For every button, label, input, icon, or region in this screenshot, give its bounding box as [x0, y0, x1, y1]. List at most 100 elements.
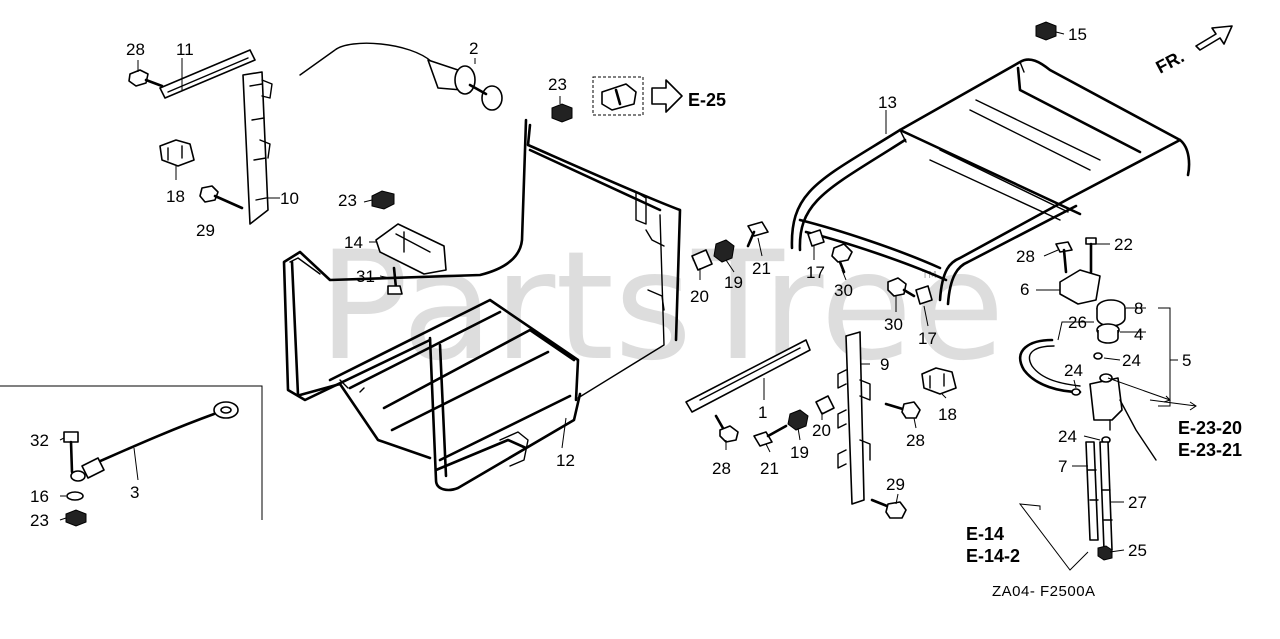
callout-28: 28	[1016, 247, 1035, 266]
part-28-bolt-lower[interactable]	[714, 414, 739, 443]
callout-18: 18	[166, 187, 185, 206]
part-26-hose[interactable]	[1018, 338, 1082, 394]
callout-8: 8	[1134, 299, 1143, 318]
callout-24: 24	[1122, 351, 1141, 370]
callout-11: 11	[176, 40, 194, 59]
part-12-main-frame[interactable]	[282, 118, 682, 492]
part-17-clip-right[interactable]	[915, 285, 933, 305]
part-17-clip-left[interactable]	[807, 229, 825, 247]
callout-21: 21	[760, 459, 779, 478]
callout-30: 30	[884, 315, 903, 334]
callout-17: 17	[918, 329, 937, 348]
ref-e-14-2: E-14-2	[966, 546, 1020, 566]
part-23-nut-top[interactable]	[551, 103, 573, 123]
ref-box-e25[interactable]	[592, 76, 683, 116]
callout-26: 26	[1068, 313, 1087, 332]
callout-labels: 28 11 2 23 E-25 15 13 18 10 29 23 14 31 …	[30, 25, 1242, 600]
part-24-oring-upper[interactable]	[1093, 352, 1103, 360]
part-15-nut[interactable]	[1035, 21, 1057, 41]
part-23-nut-bottomleft[interactable]	[65, 509, 87, 527]
part-2-choke-cable[interactable]	[299, 42, 503, 111]
callout-30: 30	[834, 281, 853, 300]
part-3-ground-cable[interactable]	[70, 401, 239, 482]
callout-17: 17	[806, 263, 825, 282]
part-22-screw[interactable]	[1085, 237, 1097, 274]
callout-16: 16	[30, 487, 49, 506]
part-11-strip[interactable]	[159, 49, 256, 99]
part-31-bolt[interactable]	[387, 266, 403, 295]
callout-4: 4	[1134, 325, 1143, 344]
callout-28: 28	[712, 459, 731, 478]
callout-7: 7	[1058, 457, 1067, 476]
callout-5: 5	[1182, 351, 1191, 370]
figure-code: ZA04- F2500A	[992, 583, 1096, 600]
ref-e25: E-25	[688, 90, 726, 110]
part-30-bolt-right[interactable]	[887, 277, 916, 298]
part-8-cap[interactable]	[1096, 299, 1126, 327]
callout-22: 22	[1114, 235, 1133, 254]
fuel-valve-assembly[interactable]	[1089, 373, 1157, 461]
front-label: FR.	[1152, 46, 1187, 77]
part-29-bolt-lower[interactable]	[870, 498, 907, 519]
part-32-bolt[interactable]	[63, 431, 79, 474]
part-9-bracket[interactable]	[837, 331, 871, 505]
part-28-bolt-topleft[interactable]	[128, 69, 164, 88]
callout-24: 24	[1058, 427, 1077, 446]
callout-13: 13	[878, 93, 897, 112]
callout-19: 19	[790, 443, 809, 462]
part-6-bracket[interactable]	[1059, 269, 1101, 305]
part-20-spacer-upper[interactable]	[691, 249, 713, 271]
part-14-bracket[interactable]	[375, 223, 447, 275]
part-24-oring-mid[interactable]	[1071, 388, 1081, 396]
callout-28: 28	[126, 40, 145, 59]
callout-3: 3	[130, 483, 139, 502]
part-10-bracket[interactable]	[242, 71, 273, 225]
callout-15: 15	[1068, 25, 1087, 44]
callout-1: 1	[758, 403, 767, 422]
part-23-nut-mid[interactable]	[371, 190, 395, 210]
part-19-nut-lower[interactable]	[787, 409, 809, 431]
part-16-washer[interactable]	[66, 491, 84, 501]
callout-14: 14	[344, 233, 363, 252]
part-18-clip-right[interactable]	[921, 367, 957, 395]
callout-20: 20	[690, 287, 709, 306]
part-20-spacer-lower[interactable]	[815, 395, 835, 415]
callout-19: 19	[724, 273, 743, 292]
callout-32: 32	[30, 431, 49, 450]
callout-23: 23	[338, 191, 357, 210]
part-21-bolt-lower[interactable]	[753, 424, 788, 447]
part-1-bar[interactable]	[685, 339, 811, 413]
front-direction-arrow: FR.	[1152, 25, 1233, 78]
part-29-bolt-left[interactable]	[199, 185, 244, 210]
part-19-nut-upper[interactable]	[713, 239, 735, 263]
part-21-bolt-upper[interactable]	[746, 221, 769, 248]
callout-24: 24	[1064, 361, 1083, 380]
callout-23: 23	[548, 75, 567, 94]
part-18-clip-left[interactable]	[159, 139, 195, 167]
callout-21: 21	[752, 259, 771, 278]
callout-10: 10	[280, 189, 299, 208]
callout-9: 9	[880, 355, 889, 374]
part-25-clamp[interactable]	[1097, 545, 1113, 561]
part-28-bolt-topright[interactable]	[1055, 241, 1073, 274]
callout-29: 29	[886, 475, 905, 494]
callout-23: 23	[30, 511, 49, 530]
part-4-knob[interactable]	[1096, 323, 1120, 344]
callout-20: 20	[812, 421, 831, 440]
ref-e-23-21: E-23-21	[1178, 440, 1242, 460]
part-27-tube[interactable]	[1099, 441, 1113, 551]
part-30-bolt-left[interactable]	[831, 243, 853, 274]
callout-6: 6	[1020, 280, 1029, 299]
callout-25: 25	[1128, 541, 1147, 560]
callout-2: 2	[469, 39, 478, 58]
ref-e-14: E-14	[966, 524, 1004, 544]
callout-31: 31	[356, 267, 375, 286]
callout-28: 28	[906, 431, 925, 450]
ref-e-23-20: E-23-20	[1178, 418, 1242, 438]
callout-29: 29	[196, 221, 215, 240]
part-28-bolt-right9[interactable]	[884, 401, 921, 419]
part-7-tube[interactable]	[1085, 441, 1099, 541]
trademark-mark: TM	[921, 270, 937, 281]
callout-27: 27	[1128, 493, 1147, 512]
